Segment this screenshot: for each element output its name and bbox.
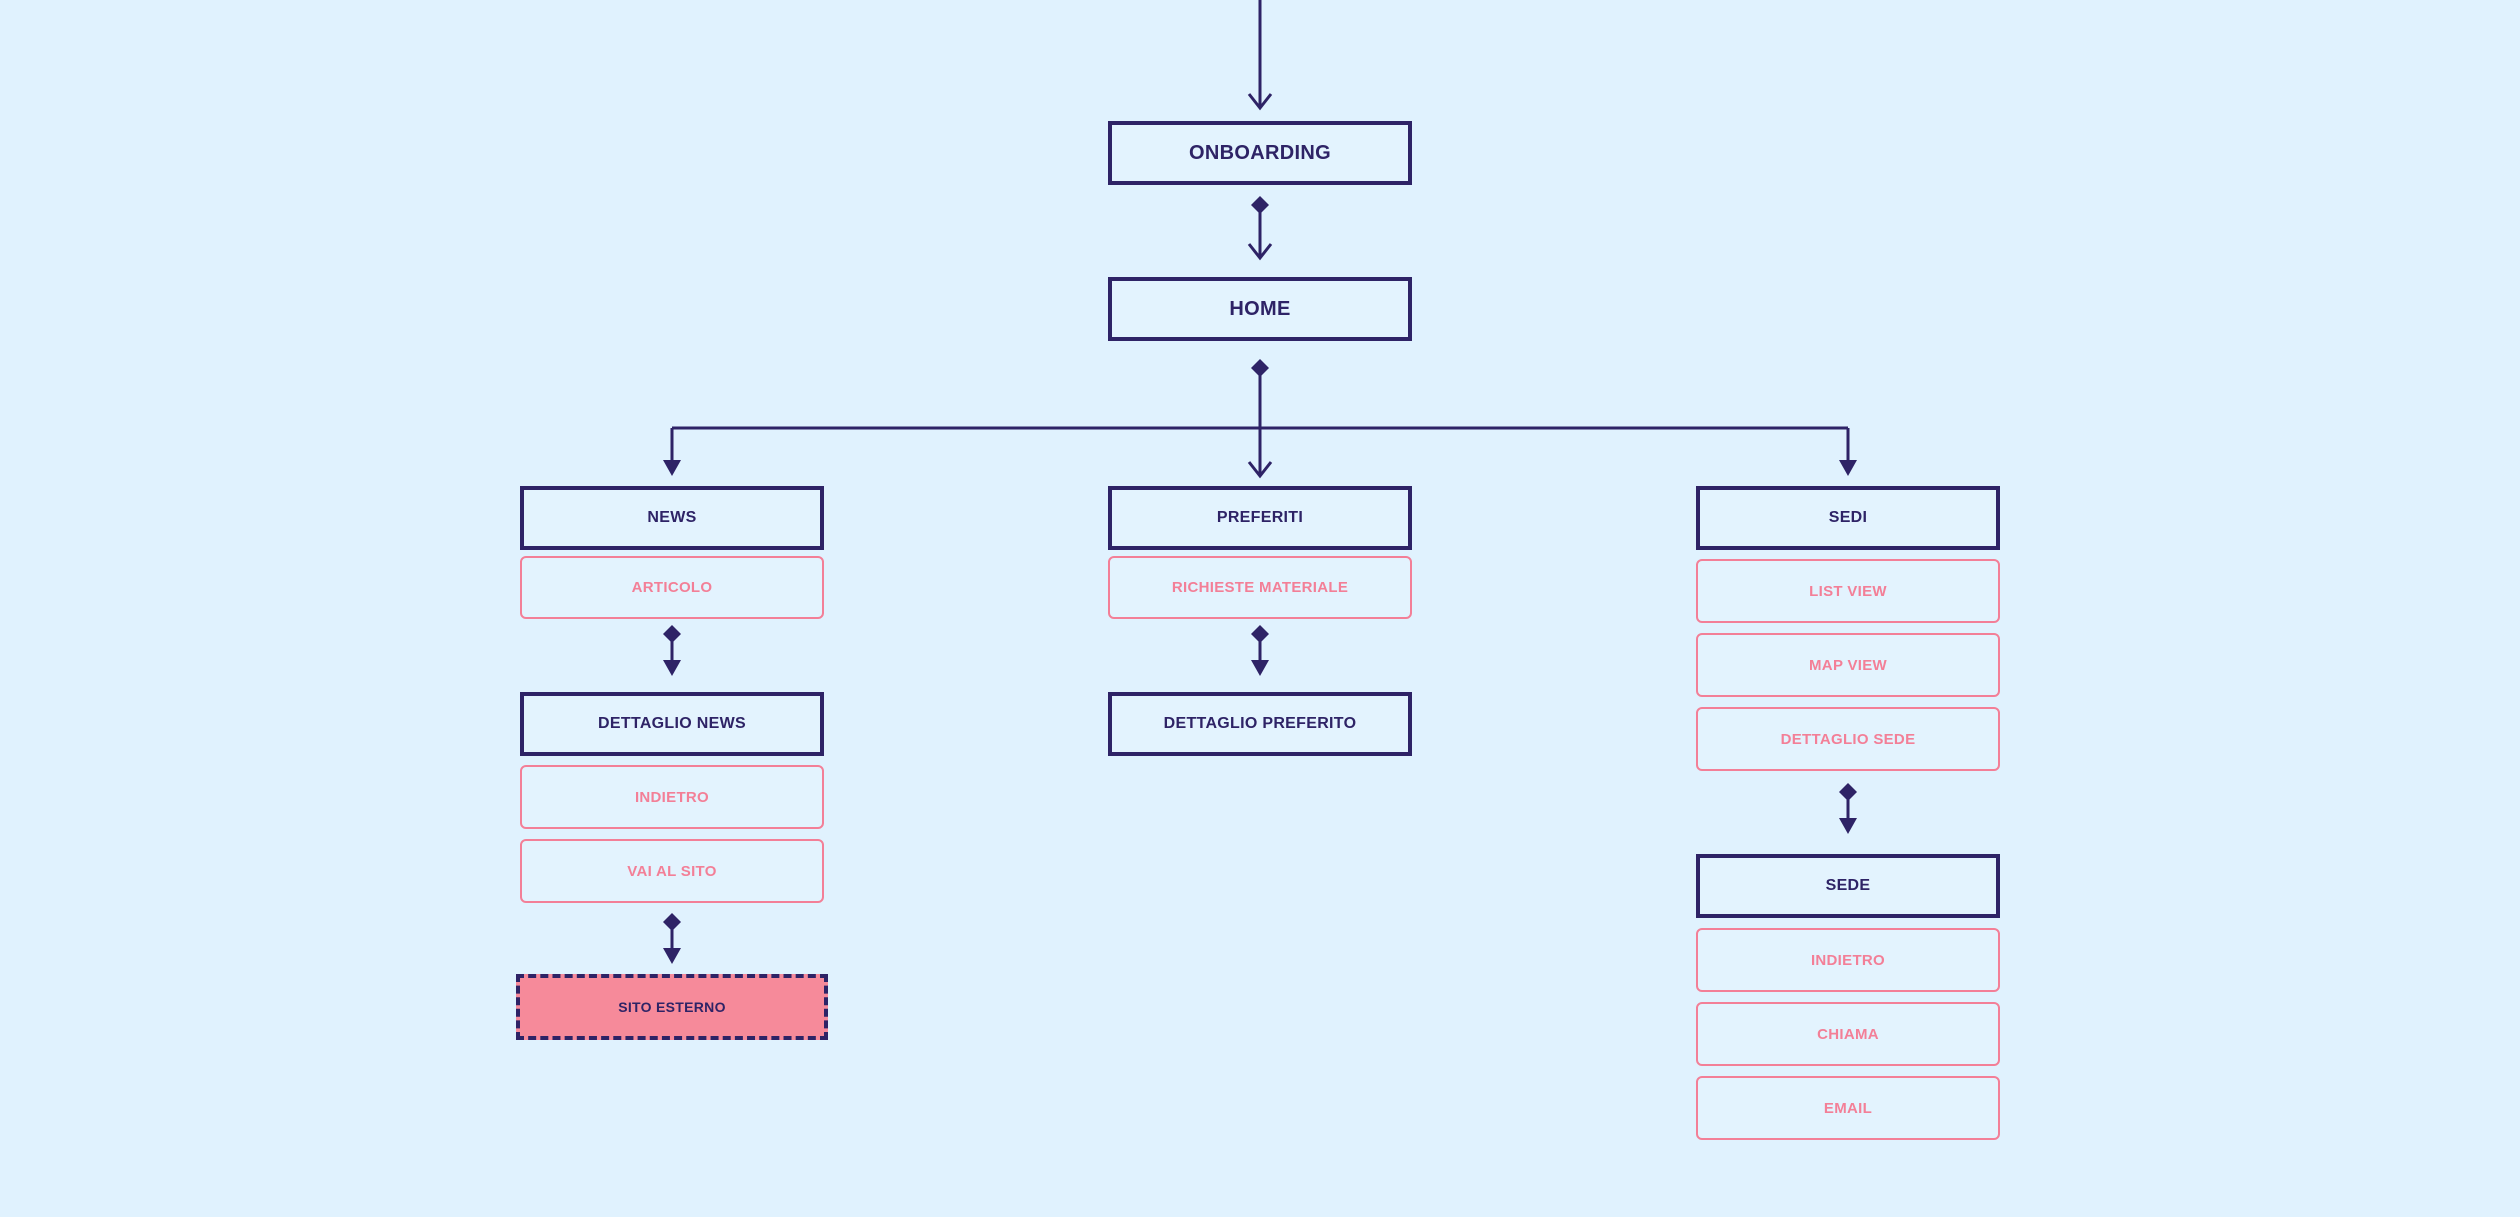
arrowhead-dettaglio-news [663, 660, 681, 676]
diamond-dettaglio-sede [1839, 783, 1857, 801]
action-vai-al-sito: VAI AL SITO [520, 839, 824, 903]
action-indietro-news: INDIETRO [520, 765, 824, 829]
diamond-onboarding [1251, 196, 1269, 214]
action-dettaglio-sede: DETTAGLIO SEDE [1696, 707, 2000, 771]
diamond-home [1251, 359, 1269, 377]
arrowhead-entry [1247, 93, 1273, 111]
node-dettaglio-news: DETTAGLIO NEWS [520, 692, 824, 756]
arrowhead-home [1247, 243, 1273, 261]
action-chiama: CHIAMA [1696, 1002, 2000, 1066]
action-list-view: LIST VIEW [1696, 559, 2000, 623]
arrowhead-sedi [1839, 460, 1857, 476]
node-dettaglio-preferito: DETTAGLIO PREFERITO [1108, 692, 1412, 756]
arrowhead-news [663, 460, 681, 476]
node-home: HOME [1108, 277, 1412, 341]
node-sedi: SEDI [1696, 486, 2000, 550]
node-sede: SEDE [1696, 854, 2000, 918]
node-news: NEWS [520, 486, 824, 550]
arrowhead-preferiti [1247, 461, 1273, 479]
diamond-vai-al-sito [663, 913, 681, 931]
arrowhead-dettaglio-preferito [1251, 660, 1269, 676]
node-preferiti: PREFERITI [1108, 486, 1412, 550]
node-sito-esterno: SITO ESTERNO [516, 974, 828, 1040]
action-indietro-sede: INDIETRO [1696, 928, 2000, 992]
action-email: EMAIL [1696, 1076, 2000, 1140]
action-articolo: ARTICOLO [520, 556, 824, 619]
diamond-richieste [1251, 625, 1269, 643]
action-map-view: MAP VIEW [1696, 633, 2000, 697]
diamond-articolo [663, 625, 681, 643]
action-richieste-materiale: RICHIESTE MATERIALE [1108, 556, 1412, 619]
arrowhead-sede [1839, 818, 1857, 834]
arrowhead-sito-esterno [663, 948, 681, 964]
node-onboarding: ONBOARDING [1108, 121, 1412, 185]
